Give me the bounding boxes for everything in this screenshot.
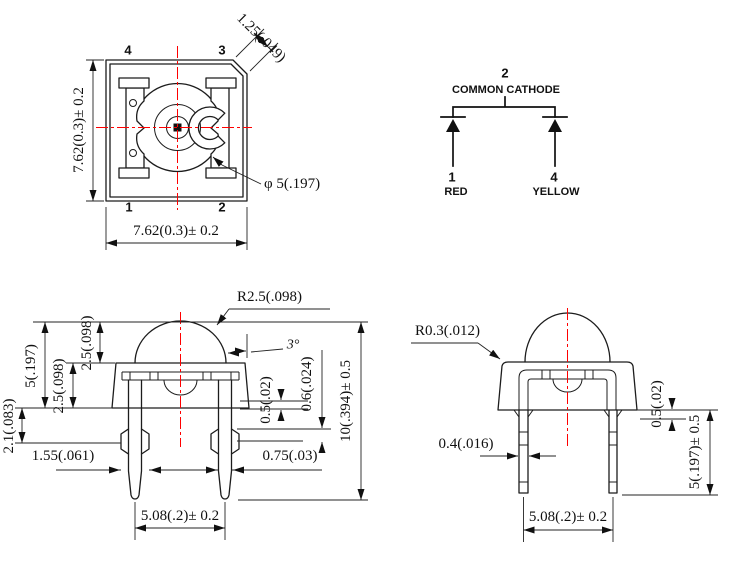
reflector-cup xyxy=(163,379,198,396)
c-cutout xyxy=(188,106,226,150)
schematic-title: COMMON CATHODE xyxy=(452,84,560,96)
lead-left xyxy=(127,379,143,500)
dim-lead-pitch: 5.08(.2)± 0.2 xyxy=(141,508,219,524)
pin-label-2: 2 xyxy=(218,200,225,215)
dim-body-height: 2.5(.098) xyxy=(51,359,67,414)
clip-pad xyxy=(118,167,150,179)
label-red: RED xyxy=(444,186,467,198)
top-view: 7.62(0.3)± 0.2 7.62(0.3)± 0.2 1.25(.049)… xyxy=(71,10,320,250)
dim-standoff: 2.1(.083) xyxy=(1,399,17,454)
diode-symbol-yellow xyxy=(548,119,562,132)
dim-lens-radius: R2.5(.098) xyxy=(237,289,302,305)
dim-package-height: 7.62(0.3)± 0.2 xyxy=(71,87,87,173)
leadframe-right xyxy=(210,87,230,169)
side-view: R0.3(.012) 0.4(.016) 0.5(.02) 5(.197)± 0… xyxy=(411,308,718,542)
cathode-bus xyxy=(452,96,556,118)
package-outline-outer xyxy=(105,59,248,202)
lead-left-wings xyxy=(120,428,150,455)
dim-dome-height: 2.5(.098) xyxy=(79,316,95,371)
extension-line xyxy=(249,42,279,72)
label-yellow: YELLOW xyxy=(532,186,580,198)
dim-wing-width: 1.55(.061) xyxy=(32,448,95,464)
leadframe-bar-ticks xyxy=(541,370,594,379)
front-view: 5(.197) 2.5(.098) 2.5(.098) 2.1(.083) 1.… xyxy=(1,289,368,540)
dim-head-height: 5(.197) xyxy=(23,344,39,388)
pin-label-4: 4 xyxy=(124,43,132,58)
dim-lead-thickness: 0.4(.016) xyxy=(439,436,494,452)
clip-pad xyxy=(205,167,237,179)
lead-left xyxy=(518,409,529,494)
leader-line xyxy=(250,348,284,353)
die-square xyxy=(173,123,182,132)
flange-outline xyxy=(497,361,638,411)
pin-label-3: 3 xyxy=(218,43,225,58)
arrow-line xyxy=(212,156,224,167)
pin-label-1: 1 xyxy=(125,200,132,215)
lead-right xyxy=(217,379,233,500)
dim-draft-angle: 3° xyxy=(286,338,300,353)
schematic-pin-2: 2 xyxy=(501,66,508,81)
leader-line xyxy=(221,164,262,185)
diode-symbol-red xyxy=(446,119,460,132)
reflector-cup xyxy=(552,378,583,393)
arrow-line xyxy=(257,36,269,48)
clip-pad xyxy=(205,77,237,89)
dim-notch: 0.6(.024) xyxy=(299,357,315,412)
lead-left-ticks xyxy=(519,431,528,483)
dim-lead-length: 5(.197)± 0.5 xyxy=(687,415,703,489)
leadframe-hole xyxy=(129,149,137,157)
schematic-pin-4: 4 xyxy=(550,170,558,185)
lead-left-flare xyxy=(513,409,534,418)
leadframe-u-outer xyxy=(518,369,617,410)
clip-pad xyxy=(118,77,150,89)
dim-total-height: 10(.394)± 0.5 xyxy=(338,360,354,442)
lead-right-ticks xyxy=(609,431,617,483)
lead-right xyxy=(608,409,618,494)
flange-outline xyxy=(111,362,250,409)
schematic: 2 COMMON CATHODE 1 RED 4 YELLOW xyxy=(440,66,580,198)
arrow-line xyxy=(477,342,501,360)
dim-step: 0.5(.02) xyxy=(258,376,274,424)
dim-corner-chamfer: 1.25(.049) xyxy=(233,10,289,66)
schematic-pin-1: 1 xyxy=(448,170,455,185)
arrow-line xyxy=(216,308,230,326)
dim-lead-width: 0.75(.03) xyxy=(263,448,318,464)
lead-right-wings xyxy=(210,428,240,455)
dim-lens-diameter: φ 5(.197) xyxy=(264,176,320,192)
leadframe-hole xyxy=(129,99,137,107)
dim-package-width: 7.62(0.3)± 0.2 xyxy=(133,223,219,239)
package-outline-inner xyxy=(109,63,244,198)
dim-lead-pitch: 5.08(.2)± 0.2 xyxy=(529,509,607,525)
dim-edge-radius: R0.3(.012) xyxy=(415,323,480,339)
lead-right-flare xyxy=(603,409,623,418)
dim-step: 0.5(.02) xyxy=(649,380,665,428)
